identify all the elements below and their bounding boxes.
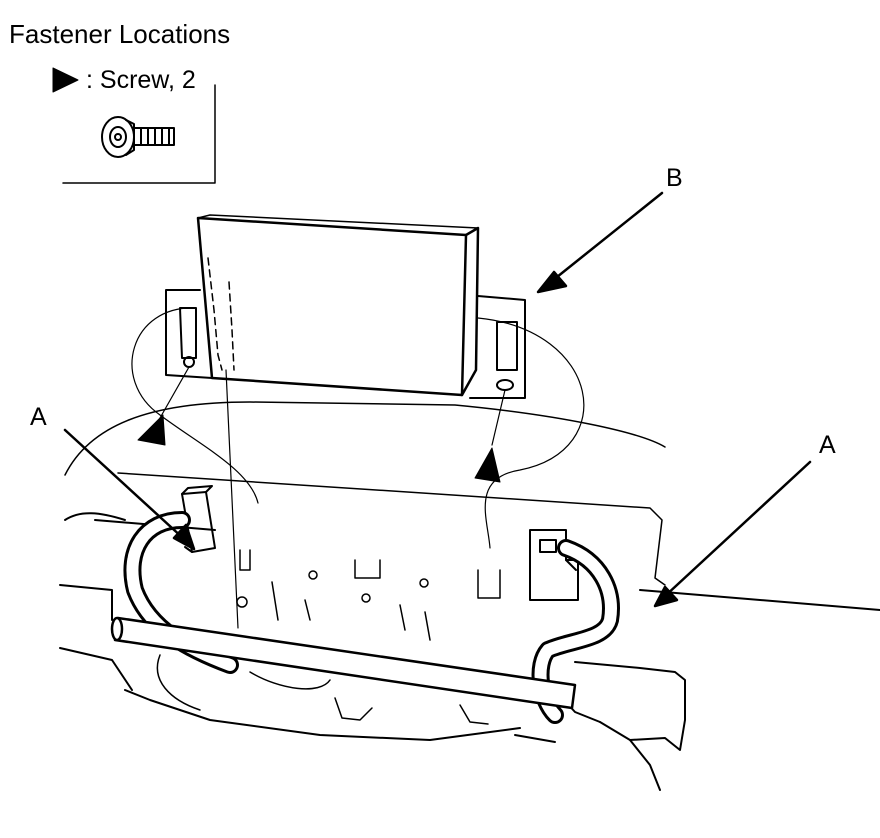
callout-a-right-leader — [662, 460, 812, 599]
diagram-title: Fastener Locations — [9, 19, 231, 49]
screw-markers — [137, 414, 501, 483]
callout-b: B — [666, 164, 683, 192]
callout-a-right: A — [819, 431, 836, 459]
screw-marker-right — [474, 447, 501, 483]
legend-box — [52, 67, 216, 184]
cross-bar — [110, 616, 577, 710]
callout-a-left-leader — [63, 428, 186, 541]
dashboard-outline — [59, 401, 880, 791]
legend-screw-label: : Screw, 2 — [86, 66, 196, 94]
leader-arrows — [63, 191, 812, 608]
triangle-marker-icon — [52, 67, 79, 93]
control-unit-b — [165, 214, 526, 399]
callout-a-left: A — [30, 403, 47, 431]
screw-icon — [101, 116, 175, 158]
connectors — [181, 485, 579, 601]
panel-details — [156, 549, 501, 725]
callout-b-leader — [545, 191, 664, 287]
alignment-guides — [131, 307, 585, 629]
screw-marker-left — [137, 414, 166, 446]
